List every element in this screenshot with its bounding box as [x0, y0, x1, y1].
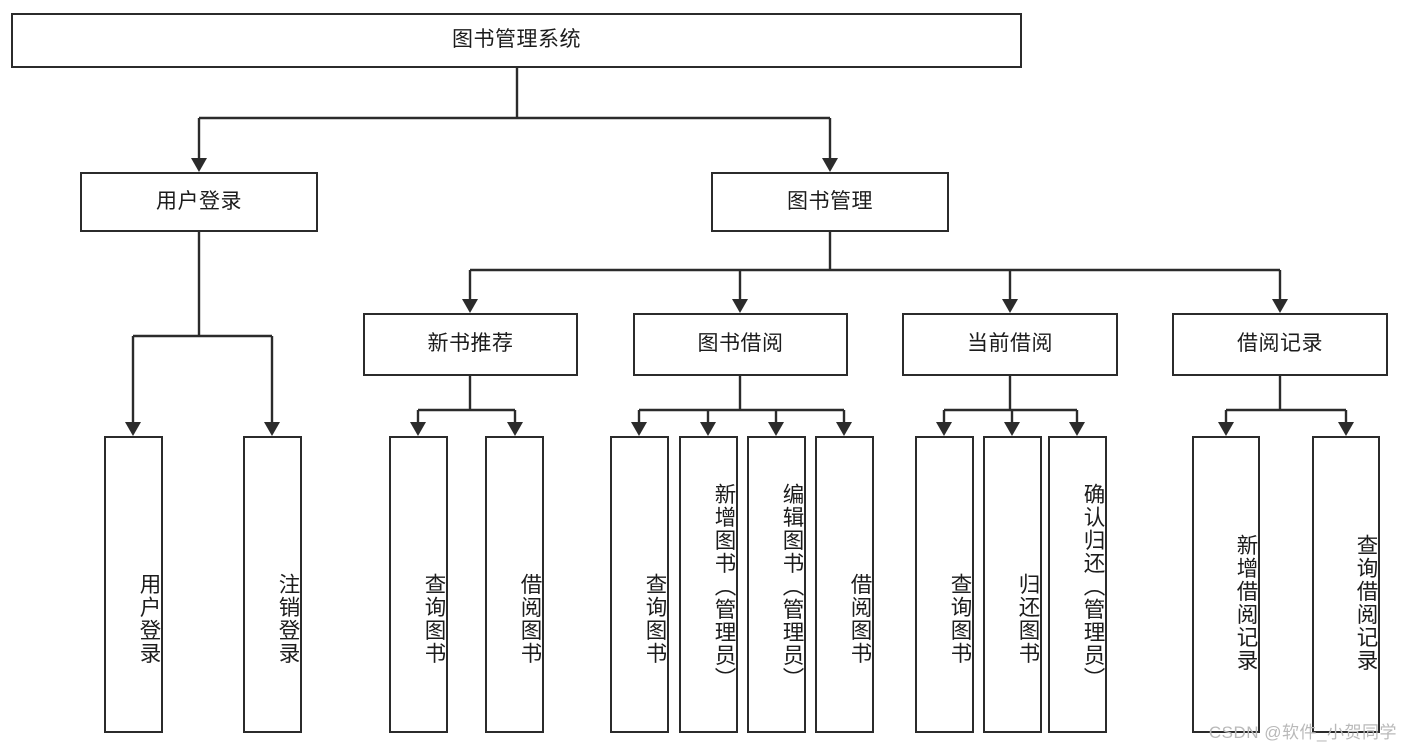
node-leaf-query-book-1-label: 查询图书 [422, 572, 446, 665]
node-leaf-edit-book-admin-label: 编辑图书（管理员） [780, 483, 804, 690]
arrowhead-leaf-borrow-book-1 [507, 422, 523, 436]
node-leaf-logout-login-label: 注销登录 [276, 572, 300, 665]
node-leaf-borrow-book-1[interactable]: 借阅图书 [485, 436, 544, 733]
node-book-borrow[interactable]: 图书借阅 [633, 313, 848, 376]
node-leaf-query-borrow-record[interactable]: 查询借阅记录 [1312, 436, 1380, 733]
arrowhead-book-management [822, 158, 838, 172]
node-book-management-label: 图书管理 [787, 189, 873, 213]
arrowhead-leaf-return-book [1004, 422, 1020, 436]
arrowhead-leaf-add-borrow-record [1218, 422, 1234, 436]
node-leaf-borrow-book-2[interactable]: 借阅图书 [815, 436, 874, 733]
node-leaf-query-book-3-label: 查询图书 [948, 572, 972, 665]
node-user-login-label: 用户登录 [156, 189, 242, 213]
arrowhead-user-login [191, 158, 207, 172]
node-new-book-recommend[interactable]: 新书推荐 [363, 313, 578, 376]
node-leaf-add-borrow-record[interactable]: 新增借阅记录 [1192, 436, 1260, 733]
arrowhead-current-borrow [1002, 299, 1018, 313]
arrowhead-leaf-borrow-book-2 [836, 422, 852, 436]
arrowhead-leaf-confirm-return-admin [1069, 422, 1085, 436]
node-borrow-record[interactable]: 借阅记录 [1172, 313, 1388, 376]
node-root-system-label: 图书管理系统 [452, 28, 581, 52]
arrowhead-leaf-user-login [125, 422, 141, 436]
node-book-management[interactable]: 图书管理 [711, 172, 949, 232]
arrowhead-leaf-query-book-3 [936, 422, 952, 436]
node-borrow-record-label: 借阅记录 [1237, 332, 1323, 356]
arrowhead-leaf-logout-login [264, 422, 280, 436]
arrowhead-borrow-record [1272, 299, 1288, 313]
arrowhead-leaf-add-book-admin [700, 422, 716, 436]
node-leaf-query-book-2-label: 查询图书 [643, 572, 667, 665]
node-current-borrow-label: 当前借阅 [967, 332, 1053, 356]
node-leaf-query-book-2[interactable]: 查询图书 [610, 436, 669, 733]
node-leaf-add-book-admin-label: 新增图书（管理员） [712, 483, 736, 690]
node-book-borrow-label: 图书借阅 [697, 332, 784, 356]
node-leaf-query-borrow-record-label: 查询借阅记录 [1354, 533, 1378, 672]
arrowhead-leaf-query-book-1 [410, 422, 426, 436]
node-leaf-return-book[interactable]: 归还图书 [983, 436, 1042, 733]
arrowhead-new-book-recommend [462, 299, 478, 313]
node-leaf-confirm-return-admin-label: 确认归还（管理员） [1081, 483, 1105, 690]
arrowhead-leaf-query-book-2 [631, 422, 647, 436]
node-leaf-borrow-book-2-label: 借阅图书 [848, 572, 872, 665]
node-root-system[interactable]: 图书管理系统 [11, 13, 1022, 68]
node-user-login[interactable]: 用户登录 [80, 172, 318, 232]
node-current-borrow[interactable]: 当前借阅 [902, 313, 1118, 376]
arrowhead-leaf-query-borrow-record [1338, 422, 1354, 436]
node-leaf-logout-login[interactable]: 注销登录 [243, 436, 302, 733]
node-leaf-query-book-1[interactable]: 查询图书 [389, 436, 448, 733]
arrowhead-book-borrow [732, 299, 748, 313]
node-leaf-return-book-label: 归还图书 [1016, 572, 1040, 665]
node-leaf-borrow-book-1-label: 借阅图书 [518, 572, 542, 665]
node-leaf-add-book-admin[interactable]: 新增图书（管理员） [679, 436, 738, 733]
node-leaf-user-login[interactable]: 用户登录 [104, 436, 163, 733]
csdn-watermark: CSDN @软件_小贺同学 [1208, 723, 1397, 742]
node-new-book-recommend-label: 新书推荐 [427, 332, 514, 356]
node-leaf-confirm-return-admin[interactable]: 确认归还（管理员） [1048, 436, 1107, 733]
node-leaf-query-book-3[interactable]: 查询图书 [915, 436, 974, 733]
node-leaf-add-borrow-record-label: 新增借阅记录 [1234, 533, 1258, 672]
arrowhead-leaf-edit-book-admin [768, 422, 784, 436]
node-leaf-edit-book-admin[interactable]: 编辑图书（管理员） [747, 436, 806, 733]
node-leaf-user-login-label: 用户登录 [137, 572, 161, 665]
